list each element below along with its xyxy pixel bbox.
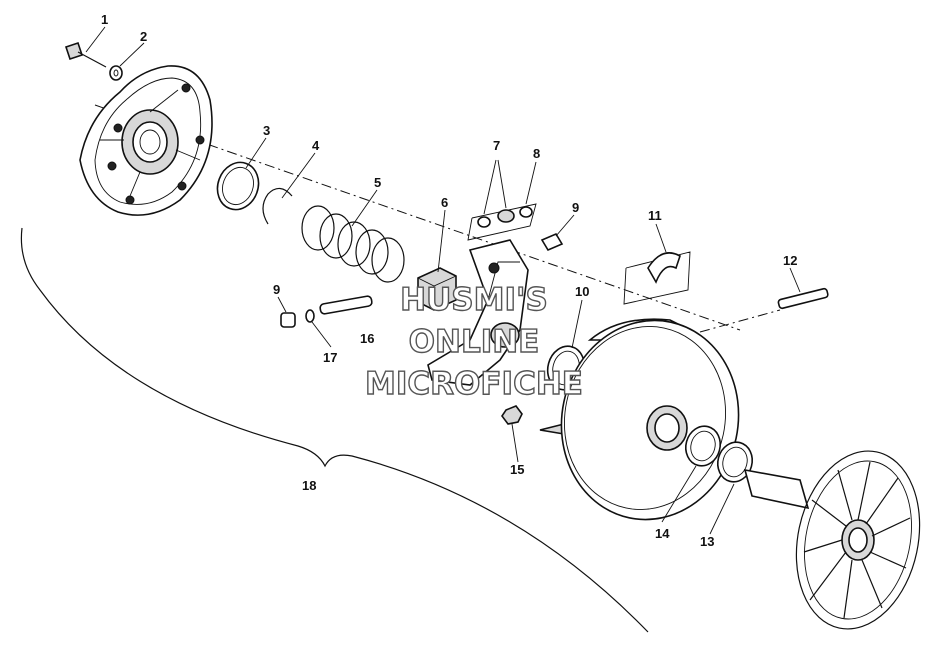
watermark-line-1: HUSMI'S bbox=[400, 282, 548, 318]
callout-10: 10 bbox=[575, 284, 589, 299]
callout-3: 3 bbox=[263, 123, 270, 138]
part-6-block bbox=[417, 267, 457, 311]
leader-lines bbox=[85, 26, 801, 535]
callout-5: 5 bbox=[374, 175, 381, 190]
callout-7: 7 bbox=[493, 138, 500, 153]
callout-11: 11 bbox=[648, 208, 662, 223]
callout-2: 2 bbox=[140, 29, 147, 44]
part-11-clip bbox=[623, 251, 691, 305]
movable-sheave bbox=[539, 318, 740, 521]
callout-16: 16 bbox=[360, 331, 374, 346]
callout-14: 14 bbox=[655, 526, 670, 541]
cover-plate bbox=[79, 65, 213, 216]
part-12-pin bbox=[699, 287, 829, 333]
part-16-pin bbox=[319, 295, 373, 315]
cam-arm bbox=[427, 239, 529, 386]
part-5-spring bbox=[301, 205, 405, 283]
part-15-nut bbox=[501, 405, 523, 425]
fixed-sheave-wheel bbox=[743, 450, 921, 630]
callout-17: 17 bbox=[323, 350, 337, 365]
callout-9-left: 9 bbox=[273, 282, 280, 297]
callout-6: 6 bbox=[441, 195, 448, 210]
callout-15: 15 bbox=[510, 462, 524, 477]
callout-1: 1 bbox=[101, 12, 108, 27]
part-9-button-left bbox=[280, 312, 296, 328]
assembly-centerline bbox=[94, 104, 741, 331]
part-17-oring bbox=[305, 309, 315, 323]
part-3-ring bbox=[216, 161, 260, 211]
part-18-bracket bbox=[20, 227, 649, 633]
callout-8: 8 bbox=[533, 146, 540, 161]
part-2-washer bbox=[109, 65, 123, 81]
watermark-line-3: MICROFICHE bbox=[365, 366, 583, 402]
callout-9-right: 9 bbox=[572, 200, 579, 215]
callout-4: 4 bbox=[312, 138, 320, 153]
part-14-ring bbox=[684, 425, 722, 467]
callout-18: 18 bbox=[302, 478, 316, 493]
part-4-snap-ring bbox=[262, 187, 293, 225]
part-9-button-right bbox=[540, 232, 564, 252]
watermark-line-2: ONLINE bbox=[409, 324, 540, 360]
part-13-ring bbox=[716, 441, 754, 483]
part-1-bolt bbox=[64, 41, 107, 68]
callout-12: 12 bbox=[783, 253, 797, 268]
part-7-8-washers bbox=[467, 203, 537, 241]
callout-13: 13 bbox=[700, 534, 714, 549]
